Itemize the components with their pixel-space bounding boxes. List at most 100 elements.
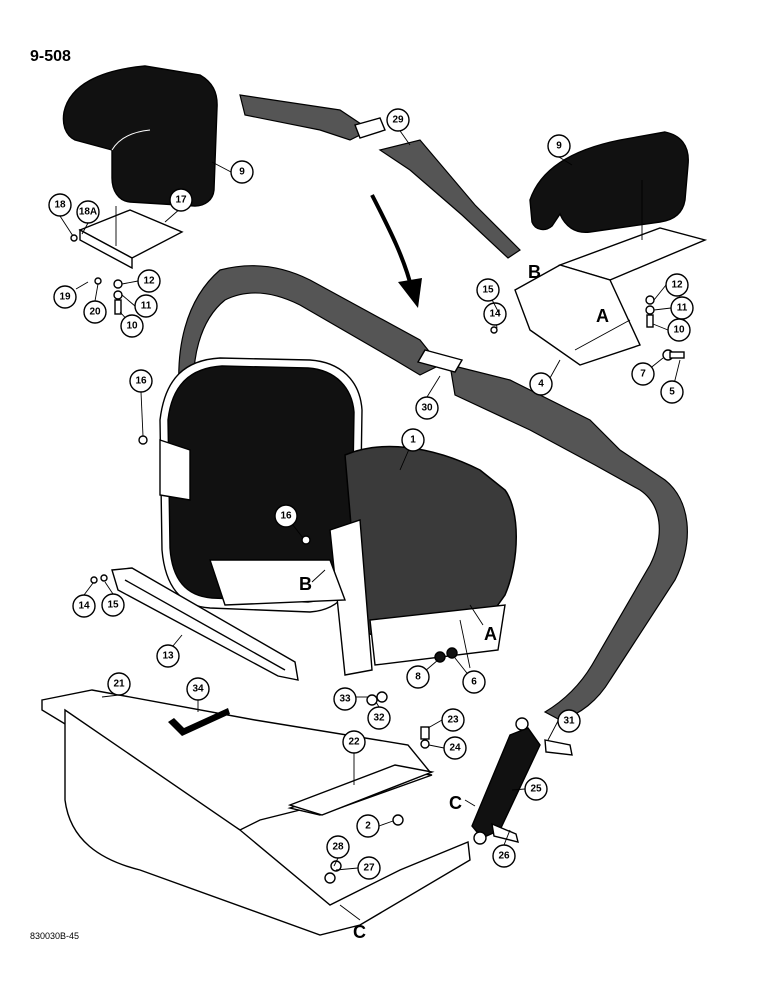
callout-20: 20 xyxy=(83,283,107,324)
callout-12-left: 12 xyxy=(121,269,161,293)
svg-text:10: 10 xyxy=(126,321,138,332)
armrest-bracket-right xyxy=(514,180,708,366)
figure-code: 830030B-45 xyxy=(30,931,80,941)
callout-21: 21 xyxy=(101,672,131,698)
callout-6: 6 xyxy=(454,657,486,694)
svg-text:2: 2 xyxy=(365,821,371,832)
callout-29: 29 xyxy=(386,108,411,146)
svg-text:10: 10 xyxy=(673,325,685,336)
armrest-right xyxy=(529,131,689,233)
callout-2: 2 xyxy=(356,814,394,838)
letter-c-pan: C xyxy=(353,922,366,942)
svg-text:33: 33 xyxy=(339,694,351,705)
svg-text:4: 4 xyxy=(538,379,544,390)
svg-text:11: 11 xyxy=(141,301,152,312)
callout-9-left: 9 xyxy=(211,160,254,184)
letter-a-right: A xyxy=(596,306,609,326)
fasteners xyxy=(90,435,458,884)
svg-text:24: 24 xyxy=(449,743,461,754)
callout-11-right: 11 xyxy=(653,296,694,320)
callout-1: 1 xyxy=(399,428,425,471)
support-bar xyxy=(111,567,299,681)
svg-text:8: 8 xyxy=(415,672,421,683)
svg-text:27: 27 xyxy=(363,863,375,874)
callout-23: 23 xyxy=(427,708,465,732)
callout-31: 31 xyxy=(547,709,581,741)
callout-12-right: 12 xyxy=(653,273,689,301)
svg-text:18: 18 xyxy=(54,200,66,211)
svg-text:9: 9 xyxy=(239,167,245,178)
callout-15-right: 15 xyxy=(476,278,501,316)
svg-text:26: 26 xyxy=(498,851,510,862)
svg-text:16: 16 xyxy=(135,376,147,387)
callout-34: 34 xyxy=(186,677,210,712)
callout-33: 33 xyxy=(333,687,368,711)
letter-c-buckle: C xyxy=(449,793,462,813)
callout-16-mid: 16 xyxy=(274,504,304,539)
armrest-bracket-left xyxy=(78,206,184,270)
svg-text:15: 15 xyxy=(107,600,119,611)
callout-30: 30 xyxy=(415,375,441,420)
callout-8: 8 xyxy=(406,659,439,689)
direction-arrow xyxy=(370,194,422,308)
svg-text:11: 11 xyxy=(677,303,688,314)
callout-15-left: 15 xyxy=(101,581,125,617)
svg-text:30: 30 xyxy=(421,403,433,414)
callout-13: 13 xyxy=(156,634,183,668)
svg-text:32: 32 xyxy=(373,713,385,724)
callout-17: 17 xyxy=(164,188,193,223)
callout-7: 7 xyxy=(631,357,664,386)
svg-text:22: 22 xyxy=(348,737,360,748)
svg-text:29: 29 xyxy=(392,115,404,126)
callout-4: 4 xyxy=(529,359,561,396)
callout-32: 32 xyxy=(367,701,391,730)
svg-text:34: 34 xyxy=(192,684,204,695)
callout-24: 24 xyxy=(428,736,467,760)
svg-text:23: 23 xyxy=(447,715,459,726)
svg-text:9: 9 xyxy=(556,141,562,152)
svg-text:31: 31 xyxy=(563,716,575,727)
belt-buckle xyxy=(471,717,573,845)
svg-text:19: 19 xyxy=(59,292,71,303)
letter-a-seat: A xyxy=(484,624,497,644)
callout-10-left: 10 xyxy=(119,311,144,338)
page-number: 9-508 xyxy=(30,48,71,65)
svg-text:1: 1 xyxy=(410,435,416,446)
svg-text:16: 16 xyxy=(280,511,292,522)
svg-text:28: 28 xyxy=(332,842,344,853)
reference-letters: A B A B C C xyxy=(299,262,609,942)
callout-26: 26 xyxy=(492,829,516,868)
callout-14-left: 14 xyxy=(72,582,96,618)
callout-22: 22 xyxy=(342,730,366,785)
svg-text:12: 12 xyxy=(671,280,683,291)
callout-11-left: 11 xyxy=(121,294,158,318)
letter-b-seat: B xyxy=(299,574,312,594)
callout-14-right: 14 xyxy=(483,302,507,329)
callout-25: 25 xyxy=(511,777,548,801)
svg-text:25: 25 xyxy=(530,784,542,795)
svg-text:15: 15 xyxy=(482,285,494,296)
svg-text:18A: 18A xyxy=(79,207,97,218)
callout-19: 19 xyxy=(53,281,89,309)
callout-10-right: 10 xyxy=(652,318,691,342)
svg-text:14: 14 xyxy=(78,601,90,612)
svg-text:17: 17 xyxy=(175,195,187,206)
callout-18a: 18A xyxy=(76,200,100,235)
callouts: 1 2 4 5 6 7 8 9 9 10 10 11 11 12 12 13 1… xyxy=(48,108,694,880)
mounting-plate xyxy=(287,764,435,816)
svg-text:5: 5 xyxy=(669,387,675,398)
callout-9-right: 9 xyxy=(547,134,573,166)
hex-wrench xyxy=(168,708,230,736)
callout-16-top: 16 xyxy=(129,369,153,437)
letter-b-right: B xyxy=(528,262,541,282)
callout-18: 18 xyxy=(48,193,74,237)
svg-text:12: 12 xyxy=(143,276,155,287)
svg-text:20: 20 xyxy=(89,307,101,318)
callout-28: 28 xyxy=(326,835,350,867)
svg-text:7: 7 xyxy=(640,369,646,380)
seat-belt xyxy=(178,94,688,721)
svg-text:14: 14 xyxy=(489,309,501,320)
armrest-left xyxy=(62,65,218,207)
svg-text:21: 21 xyxy=(113,679,125,690)
